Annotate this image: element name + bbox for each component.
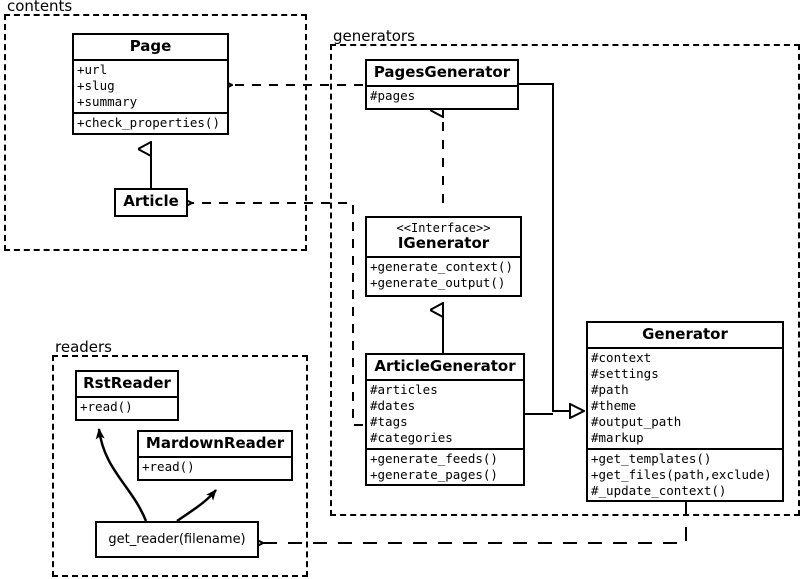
generator-class-operations: +get_templates()+get_files(path,exclude)… — [588, 450, 782, 501]
operation-row: +get_files(path,exclude) — [591, 467, 772, 482]
igenerator-interface-title: IGenerator — [397, 234, 490, 252]
package-readers-label: readers — [54, 338, 114, 356]
attribute-row: #settings — [591, 366, 659, 381]
operation-row: #_update_context() — [591, 483, 727, 498]
compartment-divider — [77, 396, 177, 398]
page-class[interactable]: Page +url+slug+summary +check_properties() — [72, 33, 229, 135]
package-readers-frame — [52, 355, 308, 577]
rst-reader-class-title: RstReader — [83, 374, 171, 392]
get-reader-function-label: get_reader(filename) — [108, 532, 246, 547]
rst-reader-class[interactable]: RstReader +read() — [75, 370, 179, 421]
pages-generator-class-title: PagesGenerator — [373, 63, 511, 81]
attribute-row: #context — [591, 350, 652, 365]
attribute-row: #path — [591, 382, 629, 397]
generator-class[interactable]: Generator #context#settings#path#theme#ou… — [586, 321, 784, 502]
attribute-row: #dates — [370, 398, 416, 413]
compartment-divider — [588, 347, 782, 349]
attribute-row: #tags — [370, 414, 408, 429]
package-generators-label: generators — [332, 27, 417, 45]
pages-generator-class[interactable]: PagesGenerator #pages — [365, 59, 519, 110]
rst-reader-class-operations: +read() — [77, 398, 177, 417]
attribute-row: #categories — [370, 430, 453, 445]
pages-generator-class-attributes: #pages — [367, 87, 517, 106]
attribute-row: #pages — [370, 88, 416, 103]
operation-row: +read() — [80, 399, 133, 414]
article-class-title: Article — [123, 192, 179, 210]
attribute-row: +slug — [77, 78, 115, 93]
operation-row: +check_properties() — [77, 115, 220, 130]
operation-row: +generate_feeds() — [370, 451, 498, 466]
operation-row: +generate_pages() — [370, 467, 498, 482]
igenerator-interface-stereotype: <<Interface>> — [396, 221, 491, 235]
page-class-operations: +check_properties() — [74, 114, 227, 133]
article-generator-class-attributes: #articles#dates#tags#categories — [367, 381, 523, 448]
article-class[interactable]: Article — [114, 188, 188, 217]
compartment-divider — [74, 59, 227, 61]
compartment-divider — [139, 456, 291, 458]
compartment-divider — [588, 448, 782, 450]
generator-class-title: Generator — [642, 325, 728, 343]
attribute-row: +url — [77, 62, 108, 77]
article-generator-class-operations: +generate_feeds()+generate_pages() — [367, 450, 523, 485]
attribute-row: +summary — [77, 94, 138, 109]
generator-class-attributes: #context#settings#path#theme#output_path… — [588, 349, 782, 448]
compartment-divider — [367, 85, 517, 87]
mardown-reader-class-title: MardownReader — [145, 434, 285, 452]
operation-row: +read() — [142, 459, 195, 474]
package-contents-frame — [4, 14, 307, 251]
get-reader-function[interactable]: get_reader(filename) — [95, 521, 259, 558]
mardown-reader-class-operations: +read() — [139, 458, 291, 477]
compartment-divider — [367, 379, 523, 381]
article-generator-class[interactable]: ArticleGenerator #articles#dates#tags#cat… — [365, 353, 525, 486]
attribute-row: #output_path — [591, 414, 682, 429]
article-generator-class-title: ArticleGenerator — [374, 357, 516, 375]
mardown-reader-class[interactable]: MardownReader +read() — [137, 430, 293, 481]
igenerator-interface-operations: +generate_context()+generate_output() — [367, 258, 520, 293]
compartment-divider — [367, 256, 520, 258]
compartment-divider — [367, 448, 523, 450]
operation-row: +generate_context() — [370, 259, 513, 274]
compartment-divider — [74, 112, 227, 114]
package-contents-label: contents — [6, 0, 75, 15]
page-class-title: Page — [129, 37, 172, 55]
page-class-attributes: +url+slug+summary — [74, 61, 227, 112]
operation-row: +get_templates() — [591, 451, 712, 466]
attribute-row: #articles — [370, 382, 438, 397]
attribute-row: #theme — [591, 398, 637, 413]
operation-row: +generate_output() — [370, 275, 506, 290]
attribute-row: #markup — [591, 430, 644, 445]
igenerator-interface[interactable]: <<Interface>>IGenerator +generate_context… — [365, 216, 522, 297]
